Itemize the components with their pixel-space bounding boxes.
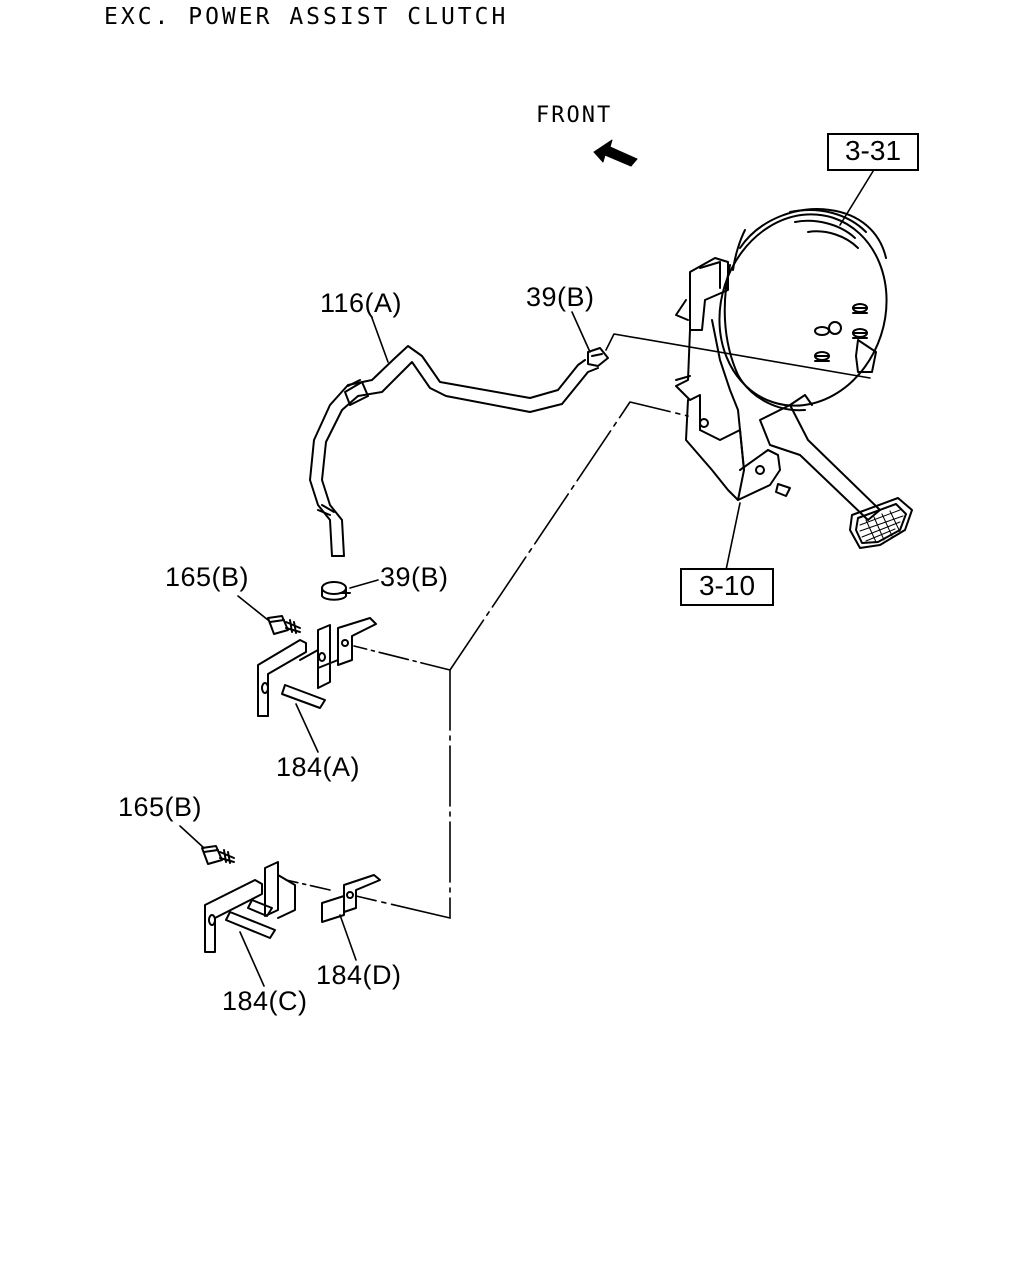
leader-lines (179, 167, 876, 987)
callout-184c: 184(C) (222, 986, 308, 1016)
reference-box-3-31[interactable]: 3-31 (827, 133, 919, 171)
pedal-bracket (675, 257, 791, 501)
reference-box-3-10[interactable]: 3-10 (680, 568, 774, 606)
callout-39b-lower: 39(B) (380, 562, 449, 592)
callout-39b-upper: 39(B) (526, 282, 595, 312)
hose-clip-upper (587, 347, 609, 367)
bracket-184d (321, 874, 381, 923)
brake-booster (718, 208, 888, 412)
hose-clip-lower (321, 581, 351, 601)
callout-165b-lower: 165(B) (118, 792, 203, 822)
bracket-184a (257, 617, 377, 717)
callout-184d: 184(D) (316, 960, 402, 990)
booster-studs (814, 303, 877, 373)
bolt-upper (267, 615, 301, 635)
clutch-pedal (759, 394, 913, 549)
reference-lines (285, 401, 689, 919)
diagram-title: EXC. POWER ASSIST CLUTCH (104, 4, 509, 30)
bracket-184c (204, 861, 296, 953)
callout-165b-upper: 165(B) (165, 562, 250, 592)
callout-116a: 116(A) (320, 288, 403, 318)
front-label: FRONT (536, 103, 613, 128)
vacuum-hose (309, 345, 599, 557)
front-arrow-icon (593, 139, 638, 167)
callout-184a: 184(A) (276, 752, 361, 782)
bolt-lower (201, 845, 235, 865)
